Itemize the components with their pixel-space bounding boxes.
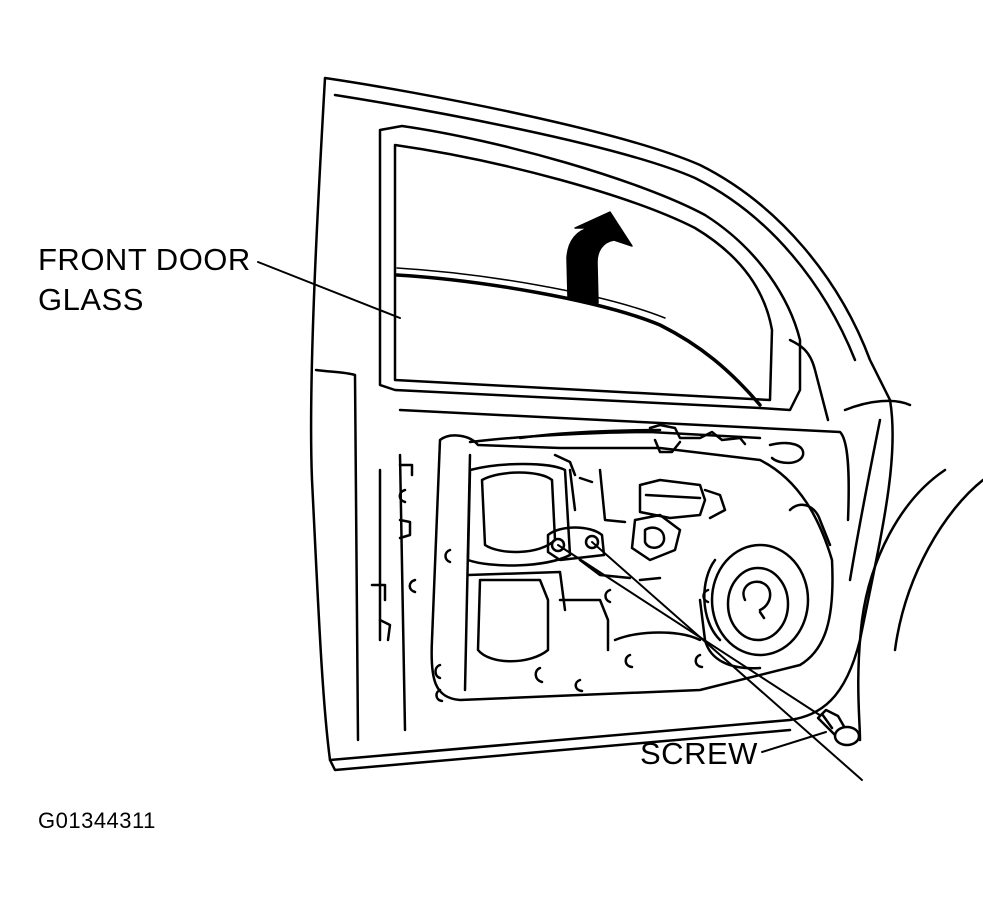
glass-label-line2: GLASS	[38, 282, 144, 317]
front-door-glass	[395, 267, 762, 407]
glass-label-line1: FRONT DOOR	[38, 242, 251, 277]
inner-door-panel	[370, 408, 850, 732]
screw-leader-line	[761, 731, 827, 753]
door-outer-panel	[309, 76, 894, 772]
speaker-icon	[703, 503, 832, 657]
vehicle-body-rear	[848, 418, 983, 742]
screw-guide-line	[557, 541, 863, 781]
window-frame	[378, 124, 912, 422]
glass-leader-line	[257, 261, 401, 319]
up-arrow-icon	[566, 211, 633, 304]
figure-code: G01344311	[38, 808, 156, 833]
screw-icon	[816, 708, 861, 747]
screw-label: SCREW	[640, 736, 758, 771]
